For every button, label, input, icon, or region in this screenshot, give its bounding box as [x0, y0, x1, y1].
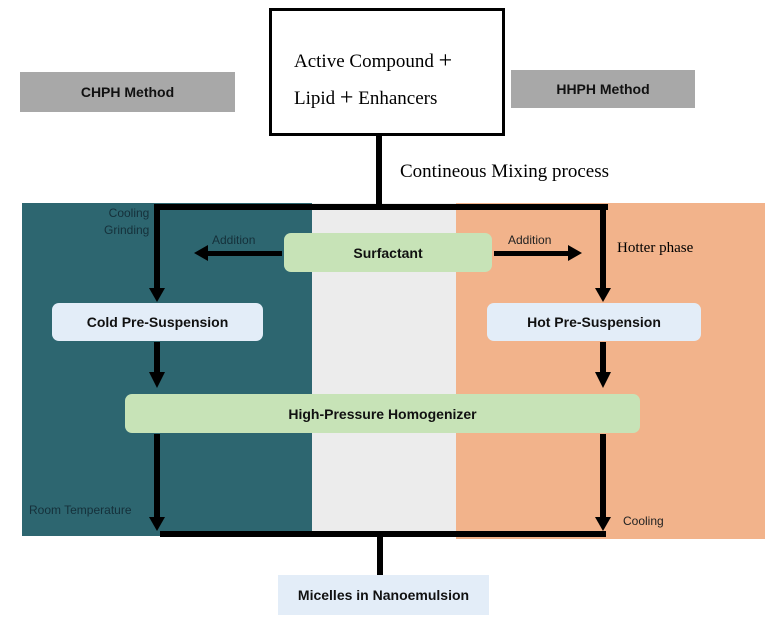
- hot-pre-suspension-box: Hot Pre-Suspension: [487, 303, 701, 341]
- hhph-method-label: HHPH Method: [511, 70, 695, 108]
- arrow-down-icon: [149, 517, 165, 531]
- arrow-down-icon: [149, 372, 165, 388]
- bottom-connector-line: [377, 534, 383, 576]
- top-connector-line: [376, 136, 382, 206]
- right-addition-label: Addition: [508, 233, 552, 247]
- right-addition-arrow-shaft: [494, 251, 570, 256]
- arrow-right-icon: [568, 245, 582, 261]
- left-addition-arrow-shaft: [206, 251, 282, 256]
- hotter-phase-note: Hotter phase: [617, 240, 694, 256]
- cold-pre-suspension-box: Cold Pre-Suspension: [52, 303, 263, 341]
- arrow-down-icon: [595, 517, 611, 531]
- left-vertical-line-3: [154, 434, 160, 520]
- arrow-down-icon: [149, 288, 165, 302]
- right-vertical-line-1: [600, 204, 606, 290]
- micelles-output-box: Micelles in Nanoemulsion: [278, 575, 489, 615]
- ingredients-line-1: Active Compound +: [294, 43, 502, 80]
- high-pressure-homogenizer-box: High-Pressure Homogenizer: [125, 394, 640, 433]
- mixing-process-label: Contineous Mixing process: [400, 161, 609, 182]
- active-compound-text: Active Compound: [294, 51, 434, 72]
- cold-method-panel: [22, 203, 312, 536]
- enhancers-text: Enhancers: [358, 88, 438, 109]
- ingredients-box: Active Compound + Lipid + Enhancers: [269, 8, 505, 136]
- cooling-note-text: Cooling: [108, 206, 150, 220]
- right-vertical-line-3: [600, 434, 606, 520]
- left-addition-label: Addition: [212, 233, 256, 247]
- top-horizontal-line: [154, 204, 608, 210]
- cooling-grinding-note: Cooling Grinding: [104, 205, 149, 239]
- arrow-down-icon: [595, 372, 611, 388]
- bottom-horizontal-line: [160, 531, 606, 537]
- left-vertical-line-2: [154, 342, 160, 374]
- hot-method-panel: [456, 203, 765, 539]
- arrow-left-icon: [194, 245, 208, 261]
- chph-method-label: CHPH Method: [20, 72, 235, 112]
- cooling-bottom-note: Cooling: [623, 514, 664, 528]
- lipid-text: Lipid: [294, 88, 336, 109]
- surfactant-box: Surfactant: [284, 233, 492, 272]
- plus-sign: +: [438, 48, 453, 74]
- plus-sign: +: [339, 85, 354, 111]
- room-temperature-note: Room Temperature: [29, 503, 132, 517]
- right-vertical-line-2: [600, 342, 606, 374]
- arrow-down-icon: [595, 288, 611, 302]
- grinding-note-text: Grinding: [104, 223, 150, 237]
- left-vertical-line-1: [154, 204, 160, 290]
- ingredients-line-2: Lipid + Enhancers: [294, 80, 502, 117]
